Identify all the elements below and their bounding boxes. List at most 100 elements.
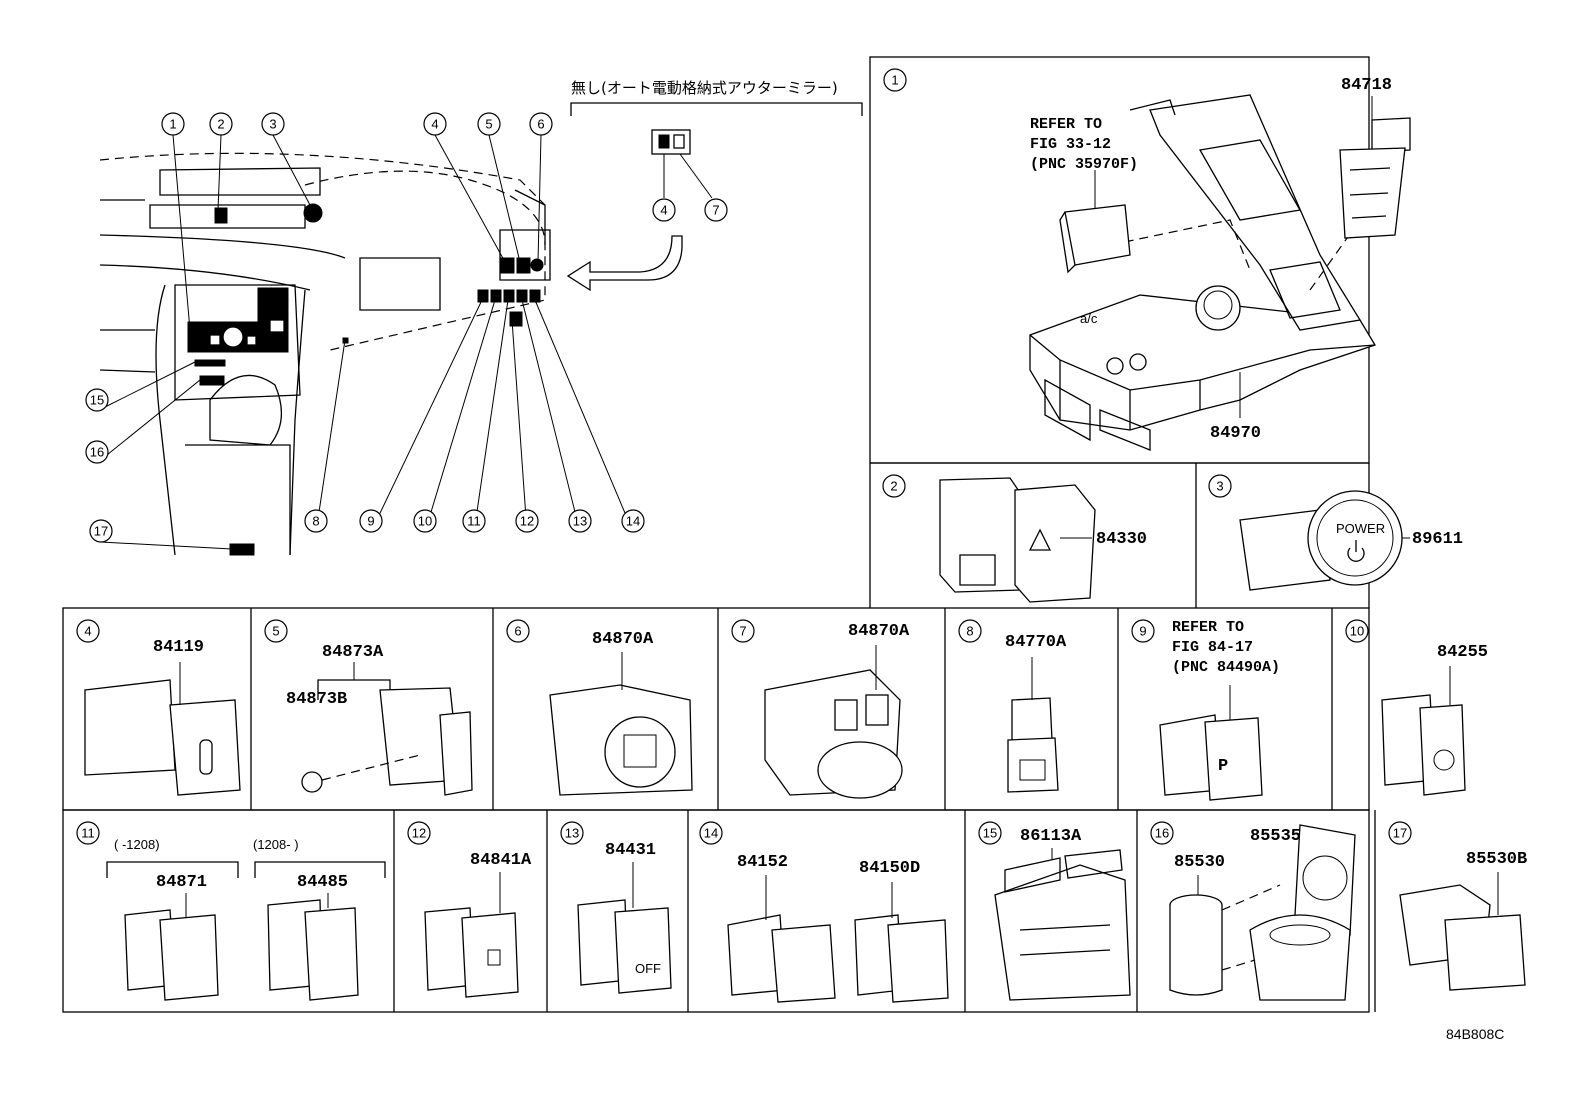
- callout-number: 6: [537, 117, 544, 132]
- callout-number: 1: [169, 117, 176, 132]
- callout-number: 15: [90, 393, 104, 408]
- callout-circle: [506, 619, 530, 643]
- callout-circle: [882, 474, 906, 498]
- callout-circle: [978, 821, 1002, 845]
- panel-number-17[interactable]: 17: [1388, 821, 1412, 845]
- part-code-84770A[interactable]: 84770A: [1005, 633, 1067, 652]
- panel-number-11[interactable]: 11: [76, 821, 100, 845]
- panel-number-5[interactable]: 5: [264, 619, 288, 643]
- panel-number-7[interactable]: 7: [731, 619, 755, 643]
- overview-callout-5[interactable]: 5: [477, 112, 501, 136]
- leader-line: [473, 299, 509, 533]
- overview-callout-12[interactable]: 12: [515, 509, 539, 533]
- range-1: ( -1208): [114, 837, 160, 852]
- panel-3: 3 89611 POWER: [1208, 474, 1463, 591]
- part-code-89611[interactable]: 89611: [1412, 530, 1463, 549]
- panel-17: 17 85530B: [1388, 821, 1527, 991]
- leader-line: [217, 134, 222, 211]
- part-code-85530B[interactable]: 85530B: [1466, 850, 1527, 869]
- part-code-86113A[interactable]: 86113A: [1020, 827, 1082, 846]
- overview-callout-16[interactable]: 16: [85, 440, 109, 464]
- panel-11: 11 ( -1208) (1208- ) 84871 84485: [76, 821, 386, 1001]
- callout-circle: [89, 519, 113, 543]
- part-code-84871[interactable]: 84871: [156, 873, 207, 892]
- panel-number-13[interactable]: 13: [560, 821, 584, 845]
- panel-13: 13 84431 OFF: [560, 821, 672, 994]
- panel-number-3[interactable]: 3: [1208, 474, 1232, 498]
- panel-8: 8 84770A: [958, 619, 1067, 793]
- callout-number: 10: [1350, 624, 1364, 639]
- callout-circle: [652, 198, 676, 222]
- leader-line: [537, 134, 542, 263]
- panel-number-12[interactable]: 12: [407, 821, 431, 845]
- inset-callout-7[interactable]: 7: [704, 198, 728, 222]
- callout-circle: [423, 112, 447, 136]
- overview-callout-13[interactable]: 13: [568, 509, 592, 533]
- part-code-84485[interactable]: 84485: [297, 873, 348, 892]
- inset-title: 無し(オート電動格納式アウターミラー): [571, 79, 838, 97]
- callout-circle: [161, 112, 185, 136]
- overview-callout-3[interactable]: 3: [261, 112, 285, 136]
- overview-callout-4[interactable]: 4: [423, 112, 447, 136]
- panel-10: 10 84255: [1345, 619, 1488, 796]
- part-code-84152[interactable]: 84152: [737, 853, 788, 872]
- callout-number: 4: [660, 203, 667, 218]
- part-code-84431[interactable]: 84431: [605, 841, 656, 860]
- leader-line: [511, 319, 528, 533]
- overview-callout-11[interactable]: 11: [462, 509, 486, 533]
- panel-number-1[interactable]: 1: [883, 68, 907, 92]
- panel-number-10[interactable]: 10: [1345, 619, 1369, 643]
- panel-12: 12 84841A: [407, 821, 532, 998]
- panel-number-16[interactable]: 16: [1150, 821, 1174, 845]
- part-code-84841A[interactable]: 84841A: [470, 851, 532, 870]
- panel-number-4[interactable]: 4: [76, 619, 100, 643]
- overview-callout-2[interactable]: 2: [209, 112, 233, 136]
- callout-circle: [85, 388, 109, 412]
- overview-callout-14[interactable]: 14: [621, 509, 645, 533]
- callout-circle: [261, 112, 285, 136]
- callout-number: 8: [312, 514, 319, 529]
- overview-callout-15[interactable]: 15: [85, 388, 109, 412]
- callout-number: 14: [704, 826, 718, 841]
- part-code-85535B[interactable]: 85535B: [1250, 827, 1311, 846]
- part-code-84970[interactable]: 84970: [1210, 424, 1261, 443]
- overview-callout-1[interactable]: 1: [161, 112, 185, 136]
- overview-callout-6[interactable]: 6: [529, 112, 553, 136]
- overview-callout-10[interactable]: 10: [413, 509, 437, 533]
- part-code-84870A-a[interactable]: 84870A: [592, 630, 654, 649]
- part-code-84330[interactable]: 84330: [1096, 530, 1147, 549]
- panel-number-14[interactable]: 14: [699, 821, 723, 845]
- callout-circle: [407, 821, 431, 845]
- callout-number: 9: [367, 514, 374, 529]
- callout-number: 2: [890, 479, 897, 494]
- part-code-85530[interactable]: 85530: [1174, 853, 1225, 872]
- part-code-84255[interactable]: 84255: [1437, 643, 1488, 662]
- callout-circle: [76, 821, 100, 845]
- callout-number: 15: [983, 826, 997, 841]
- panel-9: 9 REFER TO FIG 84-17 (PNC 84490A) P: [1131, 619, 1280, 801]
- callout-number: 4: [431, 117, 438, 132]
- panel-number-6[interactable]: 6: [506, 619, 530, 643]
- part-code-84718[interactable]: 84718: [1341, 76, 1392, 95]
- overview-callout-9[interactable]: 9: [359, 509, 383, 533]
- panel-number-2[interactable]: 2: [882, 474, 906, 498]
- callout-circle: [560, 821, 584, 845]
- part-code-84119[interactable]: 84119: [153, 638, 204, 657]
- callout-circle: [883, 68, 907, 92]
- panel-number-15[interactable]: 15: [978, 821, 1002, 845]
- part-code-84870A-b[interactable]: 84870A: [848, 622, 910, 641]
- callout-circle: [413, 509, 437, 533]
- inset-callout-4[interactable]: 4: [652, 198, 676, 222]
- part-code-84150D[interactable]: 84150D: [859, 859, 920, 878]
- callout-number: 2: [217, 117, 224, 132]
- callout-number: 11: [81, 826, 95, 841]
- panel-number-8[interactable]: 8: [958, 619, 982, 643]
- callout-number: 7: [739, 624, 746, 639]
- overview-callout-8[interactable]: 8: [304, 509, 328, 533]
- overview-callout-17[interactable]: 17: [89, 519, 113, 543]
- ref-line-9-3: (PNC 84490A): [1172, 659, 1280, 676]
- panel-number-9[interactable]: 9: [1131, 619, 1155, 643]
- callout-circle: [304, 509, 328, 533]
- part-code-84873B[interactable]: 84873B: [286, 690, 347, 709]
- part-code-84873A[interactable]: 84873A: [322, 643, 384, 662]
